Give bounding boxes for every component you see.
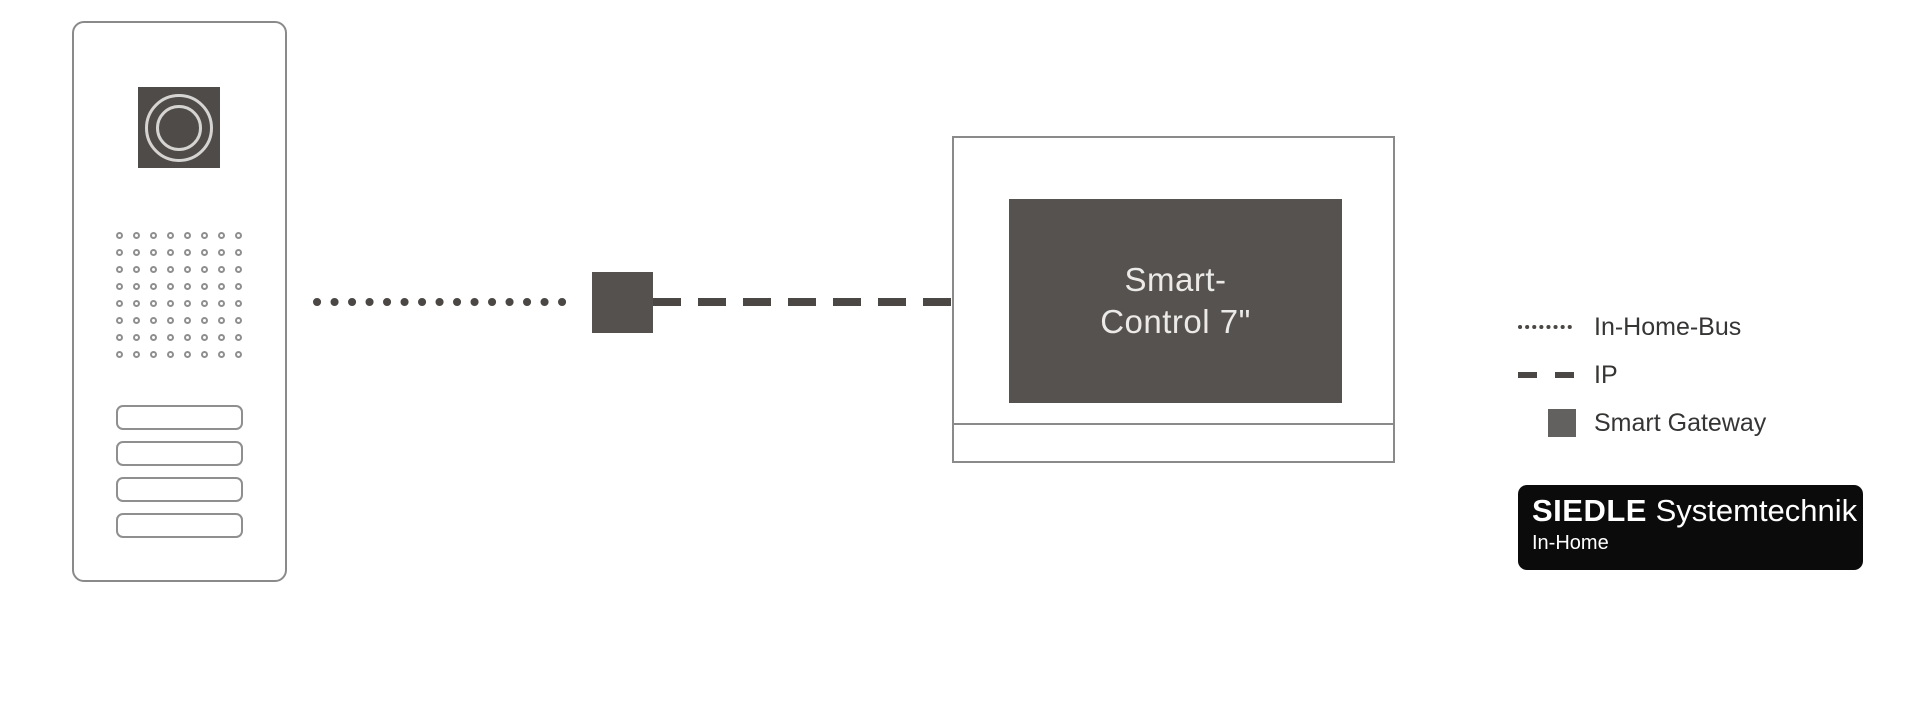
in-home-bus-line <box>313 298 570 306</box>
gateway-square-icon <box>1518 409 1578 437</box>
speaker-grille <box>116 232 242 358</box>
speaker-hole <box>150 249 157 256</box>
speaker-hole <box>218 266 225 273</box>
speaker-hole <box>167 351 174 358</box>
speaker-hole <box>133 232 140 239</box>
speaker-hole <box>116 351 123 358</box>
call-buttons <box>116 405 243 538</box>
dashed-line-icon <box>1518 371 1578 379</box>
logo-subtitle: In-Home <box>1532 532 1609 554</box>
speaker-hole <box>235 266 242 273</box>
speaker-hole <box>150 300 157 307</box>
speaker-hole <box>116 232 123 239</box>
legend-item-in-home-bus: In-Home-Bus <box>1518 312 1766 342</box>
speaker-hole <box>150 317 157 324</box>
speaker-hole <box>167 266 174 273</box>
speaker-hole <box>201 334 208 341</box>
camera-inner-ring <box>156 104 202 151</box>
speaker-hole <box>235 232 242 239</box>
speaker-hole <box>235 283 242 290</box>
speaker-hole <box>218 283 225 290</box>
speaker-hole <box>201 351 208 358</box>
monitor-footer-divider <box>954 423 1393 425</box>
speaker-hole <box>218 334 225 341</box>
speaker-hole <box>184 283 191 290</box>
speaker-hole <box>150 334 157 341</box>
speaker-hole <box>201 283 208 290</box>
speaker-hole <box>150 232 157 239</box>
call-button <box>116 441 243 466</box>
legend-item-smart-gateway: Smart Gateway <box>1518 408 1766 438</box>
smart-control-monitor: Smart- Control 7" <box>952 136 1395 463</box>
speaker-hole <box>184 351 191 358</box>
speaker-hole <box>167 232 174 239</box>
screen-label-line2: Control 7" <box>1100 303 1251 340</box>
speaker-hole <box>167 300 174 307</box>
speaker-hole <box>133 334 140 341</box>
smart-gateway <box>592 272 653 333</box>
legend-label: In-Home-Bus <box>1594 312 1742 341</box>
legend-label: IP <box>1594 360 1618 389</box>
legend-item-ip: IP <box>1518 360 1766 390</box>
speaker-hole <box>218 249 225 256</box>
speaker-hole <box>235 334 242 341</box>
speaker-hole <box>116 300 123 307</box>
screen-label-line1: Smart- <box>1124 261 1227 298</box>
speaker-hole <box>116 283 123 290</box>
speaker-hole <box>116 317 123 324</box>
speaker-hole <box>201 317 208 324</box>
speaker-hole <box>201 249 208 256</box>
speaker-hole <box>150 351 157 358</box>
speaker-hole <box>133 249 140 256</box>
speaker-hole <box>184 317 191 324</box>
speaker-hole <box>184 266 191 273</box>
speaker-hole <box>116 266 123 273</box>
speaker-hole <box>184 300 191 307</box>
logo-brand: SIEDLE <box>1532 493 1647 528</box>
call-button <box>116 513 243 538</box>
speaker-hole <box>133 266 140 273</box>
speaker-hole <box>218 232 225 239</box>
speaker-hole <box>150 283 157 290</box>
call-button <box>116 477 243 502</box>
speaker-hole <box>218 351 225 358</box>
speaker-hole <box>116 334 123 341</box>
speaker-hole <box>150 266 157 273</box>
speaker-hole <box>235 317 242 324</box>
monitor-screen: Smart- Control 7" <box>1009 199 1342 403</box>
speaker-hole <box>218 300 225 307</box>
speaker-hole <box>184 334 191 341</box>
door-station <box>72 21 287 582</box>
legend: In-Home-Bus IP Smart Gateway <box>1518 312 1766 456</box>
call-button <box>116 405 243 430</box>
speaker-hole <box>133 300 140 307</box>
speaker-hole <box>201 266 208 273</box>
speaker-hole <box>167 283 174 290</box>
ip-line <box>653 298 953 306</box>
logo-title: SIEDLE Systemtechnik <box>1532 492 1857 530</box>
speaker-hole <box>133 351 140 358</box>
speaker-hole <box>235 351 242 358</box>
siedle-logo: SIEDLE Systemtechnik In-Home <box>1518 485 1863 570</box>
speaker-hole <box>167 334 174 341</box>
speaker-hole <box>133 317 140 324</box>
speaker-hole <box>235 249 242 256</box>
speaker-hole <box>235 300 242 307</box>
speaker-hole <box>167 317 174 324</box>
speaker-hole <box>218 317 225 324</box>
speaker-hole <box>133 283 140 290</box>
dotted-line-icon <box>1518 323 1578 331</box>
speaker-hole <box>184 232 191 239</box>
speaker-hole <box>201 300 208 307</box>
speaker-hole <box>167 249 174 256</box>
logo-product: Systemtechnik <box>1655 493 1858 528</box>
speaker-hole <box>116 249 123 256</box>
legend-label: Smart Gateway <box>1594 408 1767 437</box>
speaker-hole <box>201 232 208 239</box>
camera-outer-ring <box>145 93 213 162</box>
camera-lens-icon <box>138 87 220 168</box>
speaker-hole <box>184 249 191 256</box>
